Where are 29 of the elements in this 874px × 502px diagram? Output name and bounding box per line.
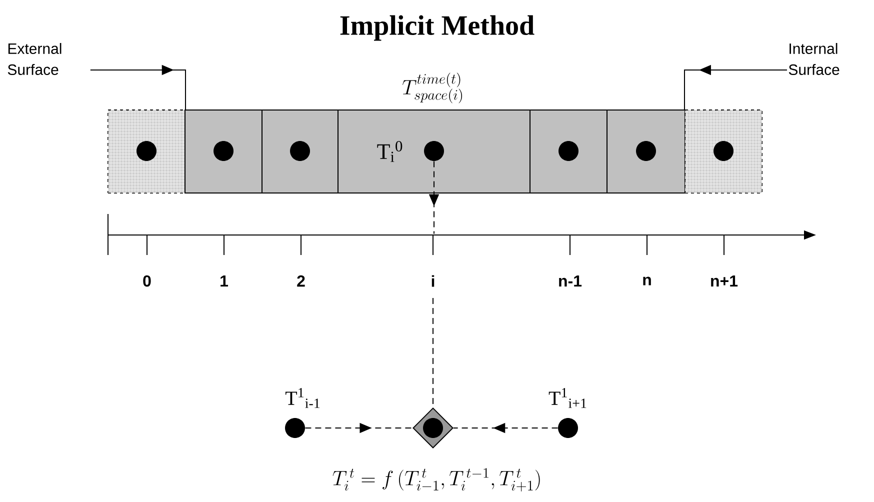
grid-cell — [606, 110, 686, 194]
node-label: T$^{1}$i-1 — [285, 388, 320, 408]
node-dot — [424, 141, 444, 161]
grid-cell — [262, 110, 338, 194]
surface-label: Internal Surface — [788, 43, 840, 75]
grid-cell — [530, 110, 608, 194]
node-dot — [285, 418, 305, 438]
tick-label: n-1 — [559, 275, 582, 286]
surface-label: External Surface — [8, 43, 62, 75]
node-dot — [558, 418, 578, 438]
diamond-node — [412, 408, 454, 448]
tick-label: i — [432, 275, 434, 287]
tick-label: 1 — [220, 275, 228, 286]
tick-label: 0 — [143, 275, 151, 287]
node-dot — [558, 141, 578, 161]
tick-label: n+1 — [711, 275, 738, 286]
grid-cell — [184, 110, 262, 194]
formula: $T_i^{\,t} = f\,(T_{i-1}^{\,t},T_i^{\,t-1},T_{i+1}^{\,t})$ — [332, 468, 540, 492]
leader-line — [90, 64, 186, 110]
formula: $T^{time(t)}_{space(i)}$ — [402, 72, 462, 104]
title: Implicit Method — [340, 15, 534, 41]
node-label: T$^{1}$i+1 — [548, 388, 586, 408]
node-dot — [136, 141, 156, 161]
tick-label: 2 — [297, 275, 305, 287]
node-dot — [636, 141, 656, 161]
node-dot — [214, 141, 234, 161]
tick-label: n — [643, 276, 651, 286]
node-dot — [290, 141, 310, 161]
node-dot — [714, 141, 734, 161]
